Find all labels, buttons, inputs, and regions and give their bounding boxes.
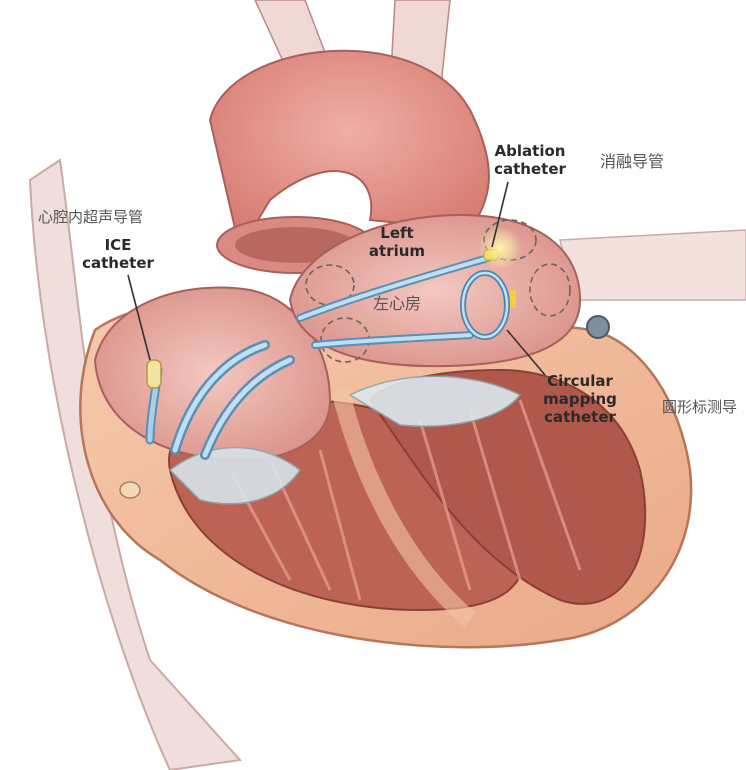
label-ice-catheter: ICE catheter [82, 236, 154, 272]
trabeculae-1 [228, 399, 582, 601]
label-ice-catheter-cn: 心腔内超声导管 [38, 208, 144, 226]
coronary-sinus [586, 315, 610, 339]
label-ablation-catheter: Ablation catheter [494, 142, 566, 178]
label-ablation-catheter-cn: 消融导管 [600, 152, 665, 171]
label-left-atrium-cn: 左心房 [373, 294, 422, 313]
right-coronary [119, 481, 141, 499]
left-ventricle [368, 368, 647, 605]
pv-ostium-4 [529, 263, 571, 317]
leader-ice [127, 274, 151, 361]
ablation-glow [478, 226, 522, 270]
label-circular-mapping-catheter-cn: 圆形标测导 [662, 398, 738, 416]
septum [331, 387, 476, 627]
mitral-valve [348, 375, 522, 427]
leader-ablation [491, 181, 509, 248]
label-left-atrium: Left atrium [368, 224, 426, 260]
leader-circular [506, 329, 546, 376]
label-circular-mapping-catheter: Circular mapping catheter [543, 372, 617, 426]
vessel-right [559, 229, 746, 301]
ice-catheter-tip [146, 359, 162, 389]
aorta-arch [208, 49, 490, 253]
